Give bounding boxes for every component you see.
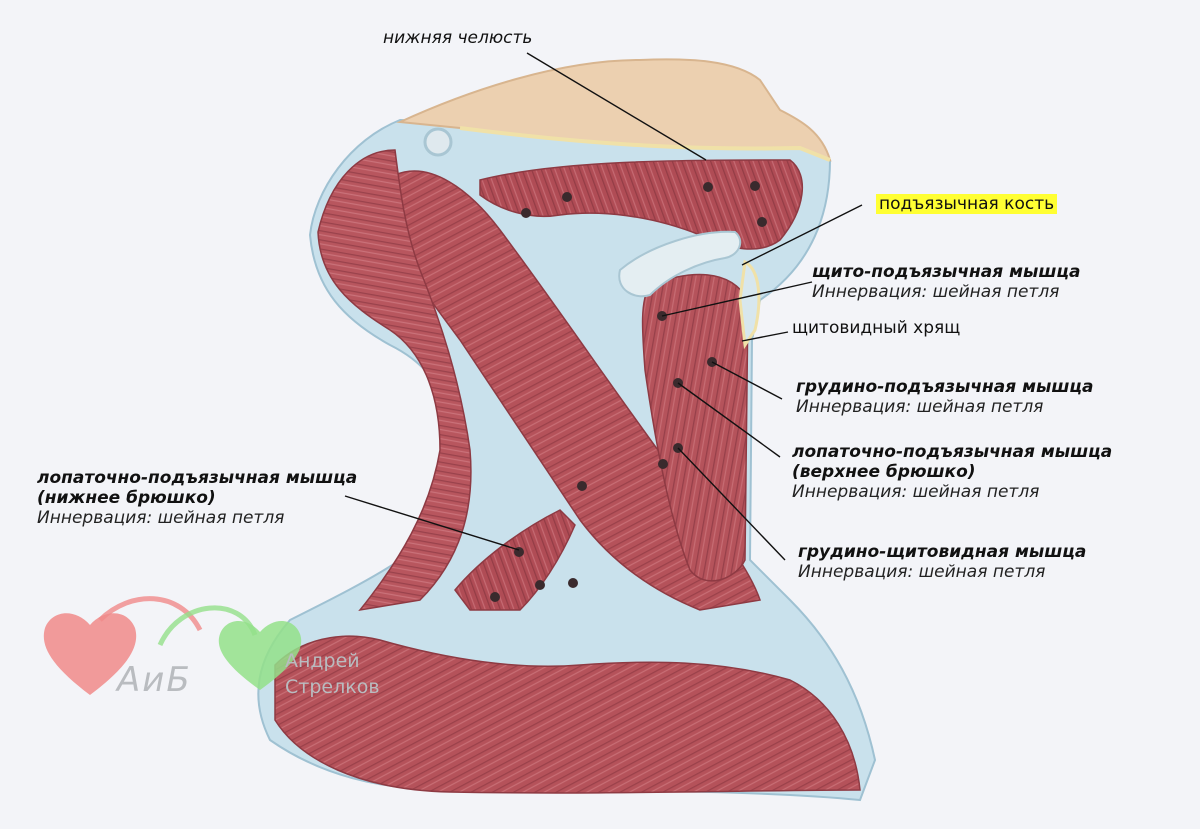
thyrohyoid-name: щито-подъязычная мышца <box>812 262 1081 282</box>
label-mandible: нижняя челюсть <box>383 28 533 48</box>
omohyoid-superior-name2: (верхнее брюшко) <box>792 462 976 482</box>
sternohyoid-name: грудино-подъязычная мышца <box>796 377 1094 397</box>
mandible-rim <box>459 126 831 162</box>
sternocleidomastoid <box>389 170 761 611</box>
green-heart-icon <box>218 620 302 690</box>
posterior-muscles <box>317 149 472 612</box>
label-thyrohyoid: щито-подъязычная мышца Иннервация: шейна… <box>812 262 1081 302</box>
label-thyroid-cartilage: щитовидный хрящ <box>792 318 961 338</box>
suprahyoid-muscles <box>479 159 804 250</box>
author-line2: Стрелков <box>285 676 380 698</box>
thyrohyoid-innervation: Иннервация: шейная петля <box>812 282 1060 302</box>
sternothyroid-name: грудино-щитовидная мышца <box>798 542 1087 562</box>
omohyoid-inferior-name2: (нижнее брюшко) <box>37 488 216 508</box>
platysma-chest <box>274 635 861 794</box>
logo-text: АиБ <box>117 660 192 700</box>
author-line1: Андрей <box>285 650 360 672</box>
hyoid-bone <box>618 230 742 298</box>
omohyoid-inferior-belly <box>454 509 576 611</box>
red-heart-icon <box>43 613 137 695</box>
thyroid-cartilage <box>738 259 761 350</box>
logo-heart-icons <box>43 596 302 695</box>
jaw-joint <box>423 127 453 157</box>
sternohyoid-innervation: Иннервация: шейная петля <box>796 397 1044 417</box>
label-sternohyoid: грудино-подъязычная мышца Иннервация: ше… <box>796 377 1093 417</box>
leader-lines <box>344 52 863 561</box>
arc-red <box>98 596 203 632</box>
label-omohyoid-inferior: лопаточно-подъязычная мышца (нижнее брюш… <box>37 468 357 528</box>
label-omohyoid-superior: лопаточно-подъязычная мышца (верхнее брю… <box>792 442 1112 502</box>
omohyoid-superior-innervation: Иннервация: шейная петля <box>792 482 1040 502</box>
pins <box>490 181 767 602</box>
label-hyoid: подъязычная кость <box>876 194 1058 214</box>
omohyoid-superior-name: лопаточно-подъязычная мышца <box>792 442 1113 462</box>
sternothyroid-innervation: Иннервация: шейная петля <box>798 562 1046 582</box>
omohyoid-inferior-innervation: Иннервация: шейная петля <box>37 508 285 528</box>
label-hyoid-text: подъязычная кость <box>876 194 1058 214</box>
label-sternothyroid: грудино-щитовидная мышца Иннервация: шей… <box>798 542 1086 582</box>
infrahyoid-muscles <box>641 273 749 582</box>
omohyoid-inferior-name: лопаточно-подъязычная мышца <box>37 468 358 488</box>
